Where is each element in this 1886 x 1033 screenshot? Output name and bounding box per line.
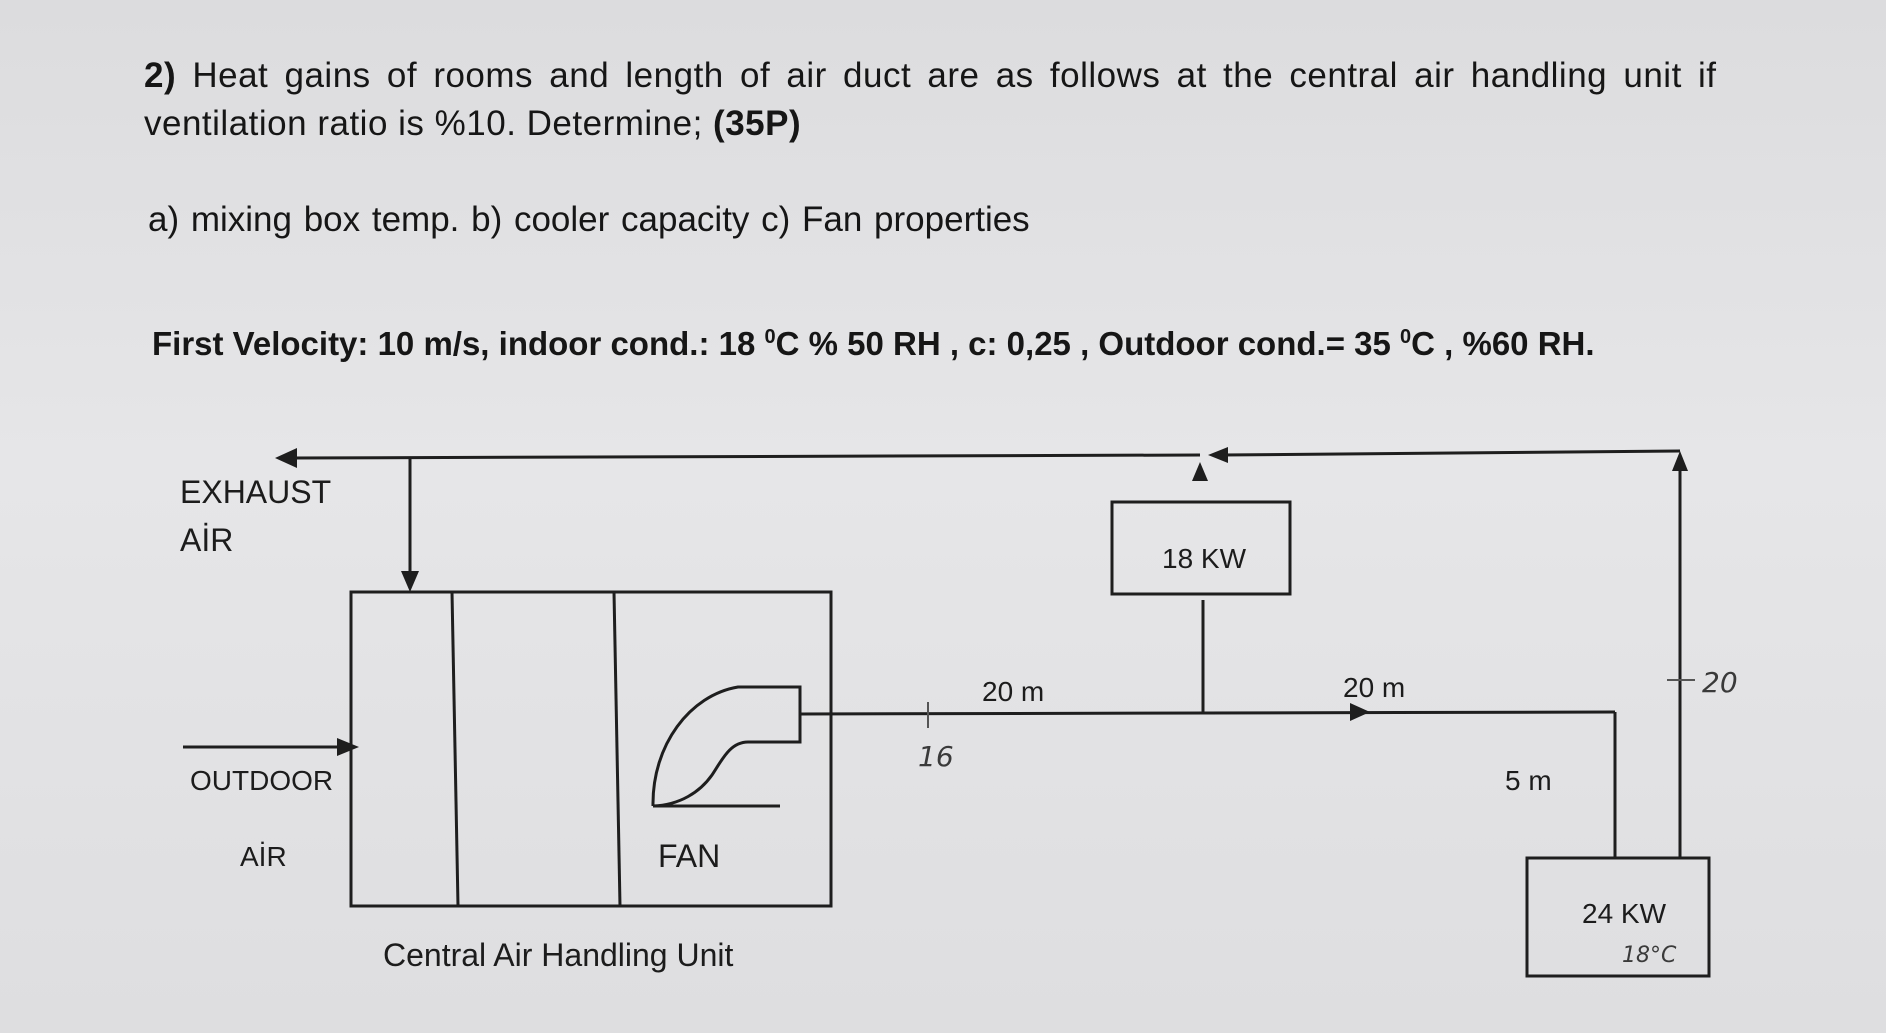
conditions-text-1: First Velocity: 10 m/s, indoor cond.: 18 [152,325,765,362]
ahu-caption: Central Air Handling Unit [383,937,734,973]
room1-return-arrow [1192,462,1208,481]
room-2-load: 24 KW [1582,898,1667,929]
supply-duct [799,710,1616,716]
ahu-divider-1 [450,591,460,907]
design-conditions: First Velocity: 10 m/s, indoor cond.: 18… [152,325,1595,363]
return-flow-arrow [1208,447,1228,463]
riser-arrow [1672,451,1688,471]
fan-label: FAN [658,838,720,874]
question-parts: a) mixing box temp. b) cooler capacity c… [148,200,1030,239]
conditions-text-2: C % 50 RH , c: 0,25 , Outdoor cond.= 35 [775,325,1401,362]
duct-length-2: 20 m [1343,672,1405,703]
question-line-1: 2) Heat gains of rooms and length of air… [144,56,1717,96]
handwritten-20: 20 [1702,666,1738,699]
duct-length-3: 5 m [1505,765,1552,796]
question-points: (35P) [713,104,802,143]
exhaust-label-2: AİR [180,522,233,558]
supply-flow-arrow [1350,703,1370,721]
question-line-2: ventilation ratio is %10. Determine; (35… [144,104,801,144]
fan-icon [651,685,802,808]
degree-mark-2: 0 [1400,326,1412,348]
return-duct-right [1221,449,1681,457]
outdoor-label: OUTDOOR [190,765,333,796]
return-drop-arrow [401,571,419,592]
room-1-load: 18 KW [1162,543,1247,574]
exhaust-arrow [275,448,297,468]
ahu-box [349,590,833,908]
duct-length-1: 20 m [982,676,1044,707]
exhaust-duct-top [291,453,1201,460]
handwritten-16: 16 [918,740,954,773]
question-text-2: ventilation ratio is %10. Determine; [144,104,714,143]
exhaust-label: EXHAUST [180,474,331,510]
room-1-box [1110,500,1292,596]
question-text-1: Heat gains of rooms and length of air du… [176,56,1717,95]
room-2-box [1525,856,1711,978]
outdoor-air-arrow [337,738,359,756]
question-number: 2) [144,56,177,95]
degree-mark-1: 0 [764,326,776,348]
conditions-text-3: C , %60 RH. [1411,325,1595,362]
handwritten-18c: 18°C [1622,943,1677,968]
ahu-divider-2 [612,591,622,907]
outdoor-label-2: AİR [240,841,287,872]
